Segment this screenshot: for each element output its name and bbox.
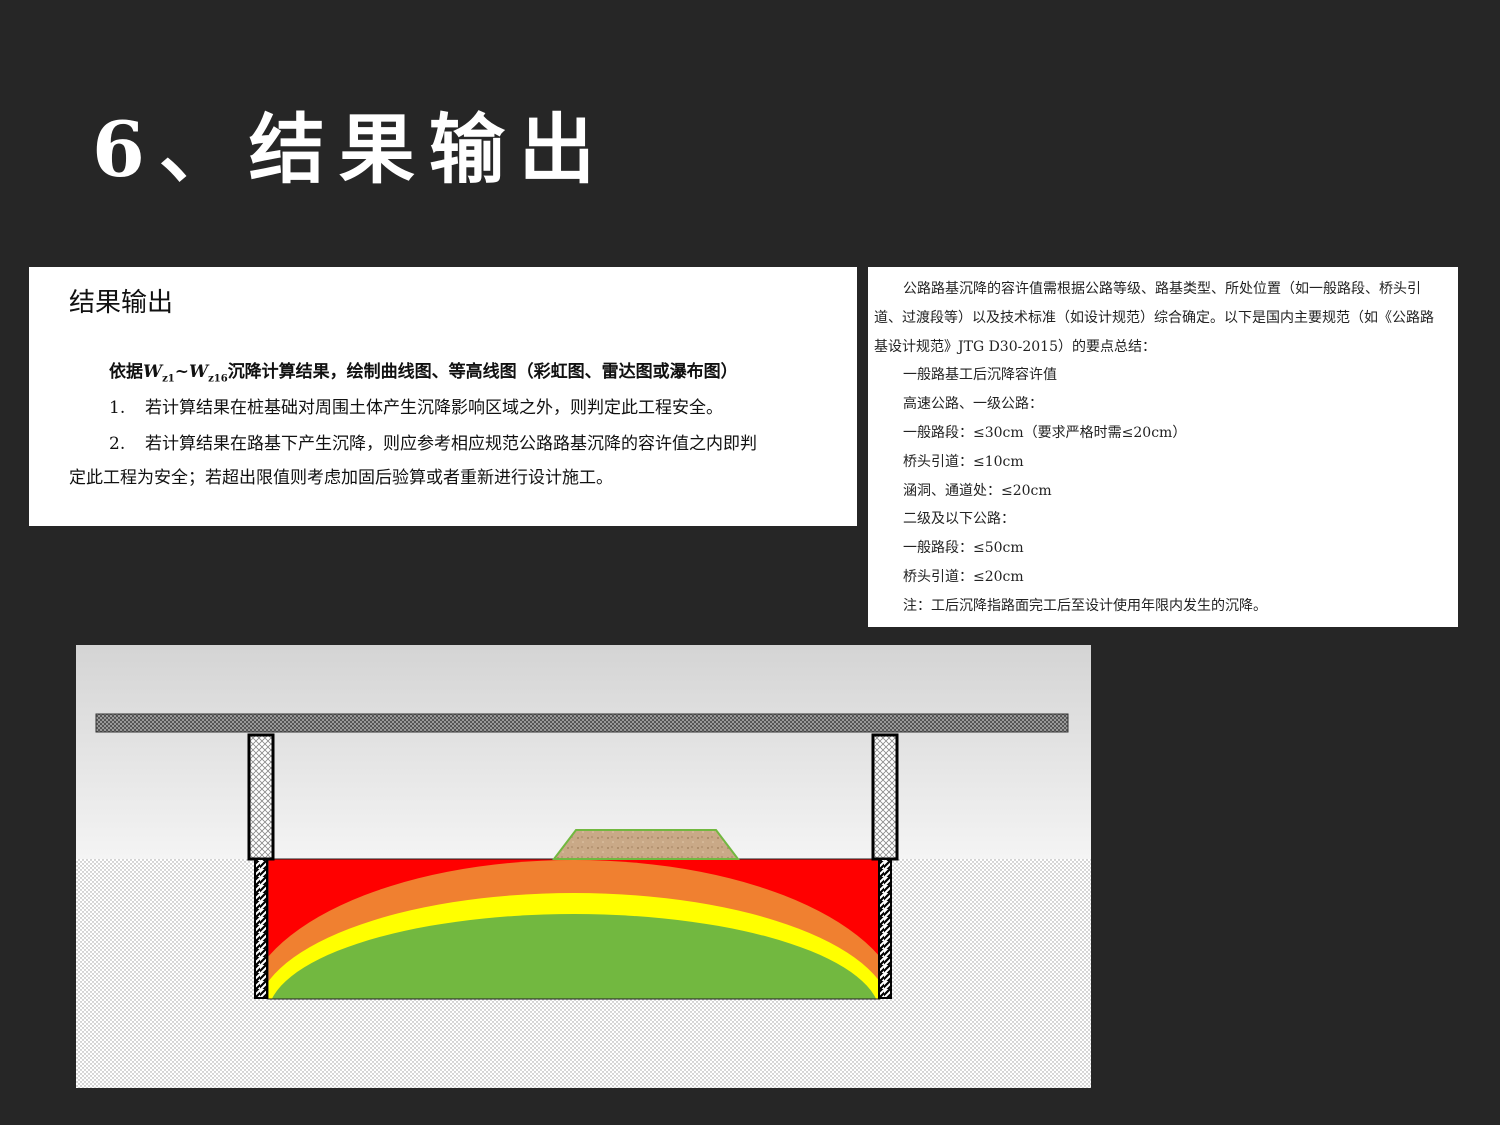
sky-background [76, 645, 1091, 859]
lead-w1-sub: z1 [162, 373, 175, 385]
pile-right [878, 858, 892, 999]
limit-line: 高速公路、一级公路： [903, 396, 1043, 413]
list-item-number: 2. [109, 434, 126, 455]
limit-line: 涵洞、通道处：≤20cm [903, 482, 1052, 499]
lead-paragraph: 依据Wz1~Wz16沉降计算结果，绘制曲线图、等高线图（彩虹图、雷达图或瀑布图） [69, 361, 817, 390]
lead-w1: W [143, 362, 163, 382]
pier-right [871, 733, 899, 861]
list-item-text: 若计算结果在路基下产生沉降，则应参考相应规范公路路基沉降的容许值之内即判 [145, 434, 757, 455]
lead-prefix: 依据 [109, 362, 143, 382]
limit-line: 一般路基工后沉降容许值 [903, 367, 1057, 384]
note-line: 注：工后沉降指路面完工后至设计使用年限内发生的沉降。 [903, 597, 1267, 614]
limit-line: 二级及以下公路： [903, 511, 1015, 528]
settlement-zones [268, 859, 880, 999]
list-item: 1. 若计算结果在桩基础对周围土体产生沉降影响区域之外，则判定此工程安全。 [69, 390, 817, 426]
limit-line: 桥头引道：≤10cm [903, 453, 1024, 470]
lead-w2: W [188, 362, 209, 382]
lead-tilde: ~ [174, 362, 189, 382]
list-item: 2. 若计算结果在路基下产生沉降，则应参考相应规范公路路基沉降的容许值之内即判 [69, 426, 817, 462]
bridge-deck [95, 713, 1069, 733]
panel-heading: 结果输出 [69, 288, 174, 318]
pile-left [254, 858, 268, 999]
limit-line: 一般路段：≤30cm（要求严格时需≤20cm） [903, 424, 1187, 441]
limit-line: 桥头引道：≤20cm [903, 568, 1024, 585]
result-output-panel: 结果输出 依据Wz1~Wz16沉降计算结果，绘制曲线图、等高线图（彩虹图、雷达图… [29, 267, 857, 526]
pier-left [247, 733, 275, 861]
list-item-text: 若计算结果在桩基础对周围土体产生沉降影响区域之外，则判定此工程安全。 [145, 398, 723, 419]
zone-green [271, 914, 877, 999]
list-item-number: 1. [109, 398, 126, 419]
lead-w2-sub: z16 [208, 373, 228, 385]
intro-paragraph: 公路路基沉降的容许值需根据公路等级、路基类型、所处位置（如一般路段、桥头引道、过… [874, 281, 1434, 355]
settlement-limits-panel: 公路路基沉降的容许值需根据公路等级、路基类型、所处位置（如一般路段、桥头引道、过… [868, 267, 1458, 627]
lead-suffix: 沉降计算结果，绘制曲线图、等高线图（彩虹图、雷达图或瀑布图） [227, 362, 738, 382]
slide-title: 6、结果输出 [92, 105, 609, 194]
list-item-continuation: 定此工程为安全；若超出限值则考虑加固后验算或者重新进行设计施工。 [69, 468, 613, 489]
limit-line: 一般路段：≤50cm [903, 540, 1024, 557]
settlement-contour-diagram [76, 645, 1091, 1088]
road-embankment [551, 829, 741, 860]
